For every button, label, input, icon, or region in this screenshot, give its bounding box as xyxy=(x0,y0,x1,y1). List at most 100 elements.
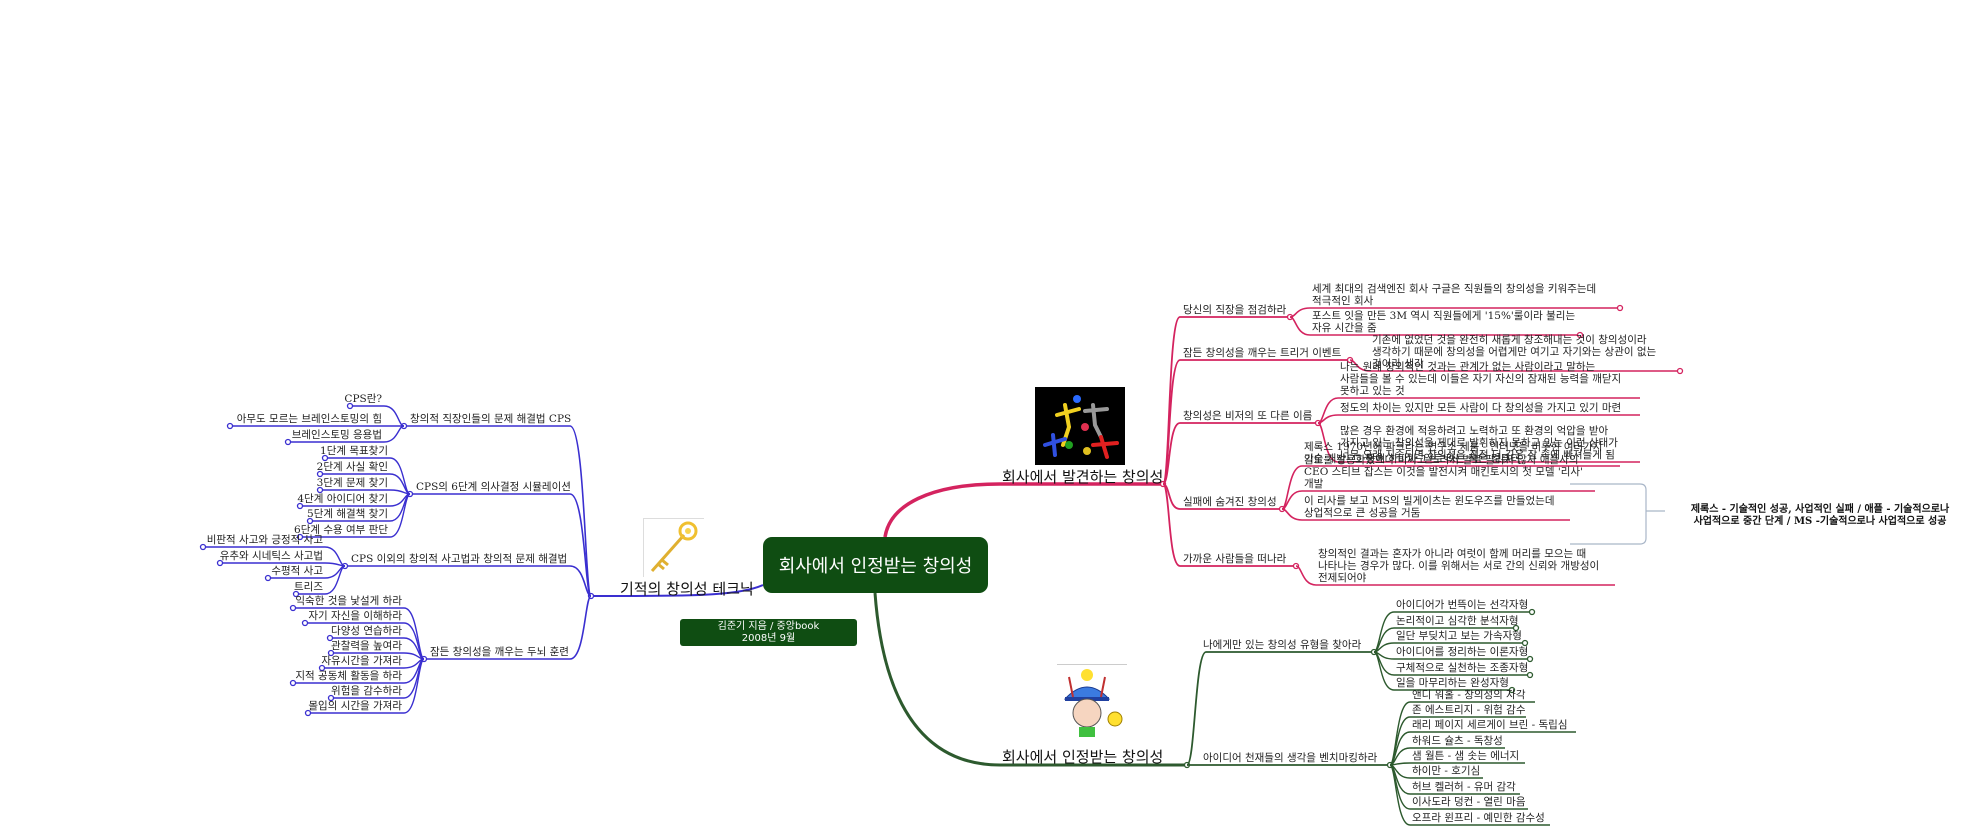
leaf-label[interactable]: 5단계 해결책 찾기 xyxy=(307,508,388,520)
branch-label[interactable]: 아이디어 천재들의 생각을 벤치마킹하라 xyxy=(1203,752,1378,764)
leaf-label[interactable]: 많은 경우 환경에 적응하려고 노력하고 또 환경의 억압을 받아 가지고 있는… xyxy=(1340,425,1618,461)
upper-topic-title[interactable]: 회사에서 발견하는 창의성 xyxy=(1002,468,1164,486)
branch-label[interactable]: 잠든 창의성을 깨우는 두뇌 훈련 xyxy=(430,646,569,658)
leaf-label[interactable]: 수평적 사고 xyxy=(271,565,323,577)
leaf-node[interactable] xyxy=(306,517,314,525)
credit-box[interactable]: 김준기 지음 / 중앙book 2008년 9월 xyxy=(680,619,857,646)
leaf-node[interactable] xyxy=(327,694,335,702)
leaf-label[interactable]: 지적 공동체 활동을 하라 xyxy=(295,670,402,682)
left-topic-title[interactable]: 기적의 창의성 테크닉 xyxy=(620,580,754,598)
leaf-connector xyxy=(308,658,425,714)
branch-label[interactable]: 창의성은 비저의 또 다른 이름 xyxy=(1183,410,1313,422)
leaf-label[interactable]: 나는 원래 창의적인 것과는 관계가 없는 사람이라고 말하는 사람들을 볼 수… xyxy=(1340,361,1622,397)
leaf-label[interactable]: 3단계 문제 찾기 xyxy=(316,477,388,489)
leaf-node[interactable] xyxy=(326,634,334,642)
leaf-label[interactable]: 제록스 1970년에 파크라는 연구소 세움 - 인터넷을 비롯한 여러가지 기… xyxy=(1304,441,1603,465)
upper-topic-connector xyxy=(883,482,1163,538)
leaf-node[interactable] xyxy=(292,590,300,598)
leaf-label[interactable]: 일단 부딪치고 보는 가속자형 xyxy=(1396,630,1522,642)
leaf-label[interactable]: 샘 월튼 - 샘 솟는 에너지 xyxy=(1412,750,1520,762)
leaf-node[interactable] xyxy=(1676,367,1684,375)
leaf-label[interactable]: 아이디어가 번뜩이는 선각자형 xyxy=(1396,599,1529,611)
leaf-node[interactable] xyxy=(1521,639,1529,647)
leaf-node[interactable] xyxy=(284,438,292,446)
leaf-node[interactable] xyxy=(226,422,234,430)
leaf-connector xyxy=(288,425,405,443)
branch-label[interactable]: CPS의 6단계 의사결정 시뮬레이션 xyxy=(416,481,571,493)
leaf-label[interactable]: 일을 마무리하는 완성자형 xyxy=(1396,677,1509,689)
leaf-label[interactable]: 아이디어를 정리하는 이론자형 xyxy=(1396,646,1529,658)
leaf-node[interactable] xyxy=(327,649,335,657)
branch-label[interactable]: 잠든 창의성을 깨우는 트리거 이벤트 xyxy=(1183,347,1342,359)
leaf-node[interactable] xyxy=(1526,671,1534,679)
leaf-label[interactable]: 아무도 모르는 브레인스토밍의 힘 xyxy=(236,413,382,425)
leaf-label[interactable]: 다양성 연습하라 xyxy=(331,625,402,637)
leaf-label[interactable]: 기존에 없었던 것을 완전히 새롭게 창조해내는 것이 창의성이라 생각하기 때… xyxy=(1372,334,1657,370)
leaf-label[interactable]: 6단계 수용 여부 판단 xyxy=(294,524,388,536)
central-topic[interactable]: 회사에서 인정받는 창의성 xyxy=(763,537,988,593)
leaf-node[interactable] xyxy=(321,454,329,462)
leaf-label[interactable]: 브레인스토밍 응용법 xyxy=(291,429,382,441)
leaf-node[interactable] xyxy=(289,679,297,687)
branch-connector xyxy=(1162,316,1290,485)
leaf-label[interactable]: 비판적 사고와 긍정적 사고 xyxy=(206,534,323,546)
leaf-label[interactable]: 자기 자신을 이해하라 xyxy=(308,610,402,622)
leaf-node[interactable] xyxy=(1616,304,1624,312)
summary-note[interactable]: 제록스 - 기술적인 성공, 사업적인 실패 / 애플 - 기술적으로나 사업적… xyxy=(1690,504,1950,527)
leaf-label[interactable]: 오프라 윈프리 - 예민한 감수성 xyxy=(1412,812,1545,824)
leaf-label[interactable]: 알토를 상용화했으나 비싸고 느려서 별로 팔리지 않자 애플사의 CEO 스티… xyxy=(1304,454,1583,490)
lower-topic-title[interactable]: 회사에서 인정받는 창의성 xyxy=(1002,748,1164,766)
leaf-label[interactable]: 1단계 목표찾기 xyxy=(320,445,388,457)
leaf-label[interactable]: 창의적인 결과는 혼자가 아니라 여럿이 함께 머리를 모으는 때 나타나는 경… xyxy=(1318,548,1600,584)
leaf-node[interactable] xyxy=(1528,608,1536,616)
leaf-label[interactable]: 논리적이고 심각한 분석자형 xyxy=(1396,615,1519,627)
leaf-node[interactable] xyxy=(316,470,324,478)
leaf-label[interactable]: 존 에스트리지 - 위험 감수 xyxy=(1412,704,1526,716)
leaf-label[interactable]: 유추와 시네틱스 사고법 xyxy=(219,550,323,562)
leaf-label[interactable]: 관찰력을 높여라 xyxy=(331,640,402,652)
leaf-label[interactable]: 몰입의 시간을 가져라 xyxy=(308,700,402,712)
leaf-node[interactable] xyxy=(301,619,309,627)
leaf-label[interactable]: 허브 켈러허 - 유머 감각 xyxy=(1412,781,1516,793)
leaf-label[interactable]: 이사도라 덩컨 - 열린 마음 xyxy=(1412,796,1526,808)
leaf-label[interactable]: CPS란? xyxy=(344,393,382,405)
leaf-node[interactable] xyxy=(1576,331,1584,339)
leaf-node[interactable] xyxy=(264,574,272,582)
branch-label[interactable]: 당신의 직장을 점검하라 xyxy=(1183,304,1287,316)
leaf-label[interactable]: 하이만 - 호기심 xyxy=(1412,765,1481,777)
leaf-label[interactable]: 구체적으로 실천하는 조종자형 xyxy=(1396,662,1529,674)
leaf-connector xyxy=(1281,508,1570,521)
leaf-connector xyxy=(1289,307,1620,318)
branch-connector xyxy=(1162,422,1318,485)
leaf-label[interactable]: 이 리사를 보고 MS의 빌게이츠는 윈도우즈를 만들었는데 상업적으로 큰 성… xyxy=(1304,495,1555,519)
leaf-label[interactable]: 4단계 아이디어 찾기 xyxy=(297,493,388,505)
leaf-node[interactable] xyxy=(216,559,224,567)
leaf-node[interactable] xyxy=(318,664,326,672)
leaf-label[interactable]: 익숙한 것을 낯설게 하라 xyxy=(295,595,402,607)
leaf-label[interactable]: 래리 페이지 세르게이 브린 - 독립심 xyxy=(1412,719,1568,731)
leaf-label[interactable]: 트리즈 xyxy=(294,581,323,593)
leaf-label[interactable]: 2단계 사실 확인 xyxy=(316,461,388,473)
leaf-node[interactable] xyxy=(289,604,297,612)
leaf-label[interactable]: 위험을 감수하라 xyxy=(331,685,402,697)
branch-label[interactable]: 창의적 직장인들의 문제 해결법 CPS xyxy=(410,413,572,425)
leaf-node[interactable] xyxy=(1526,655,1534,663)
leaf-label[interactable]: 포스트 잇을 만든 3M 역시 직원들에게 '15%'룰이라 불리는 자유 시간… xyxy=(1312,310,1576,334)
leaf-node[interactable] xyxy=(1512,624,1520,632)
branch-label[interactable]: 실패에 숨겨진 창의성 xyxy=(1183,496,1277,508)
leaf-node[interactable] xyxy=(1508,686,1516,694)
leaf-node[interactable] xyxy=(316,486,324,494)
branch-label[interactable]: CPS 이외의 창의적 사고법과 창의적 문제 해결법 xyxy=(351,553,568,565)
leaf-node[interactable] xyxy=(304,709,312,717)
branch-label[interactable]: 나에게만 있는 창의성 유형을 찾아라 xyxy=(1203,639,1362,651)
leaf-node[interactable] xyxy=(199,543,207,551)
leaf-node[interactable] xyxy=(296,502,304,510)
leaf-label[interactable]: 자유시간을 가져라 xyxy=(321,655,402,667)
leaf-label[interactable]: 정도의 차이는 있지만 모든 사람이 다 창의성을 가지고 있기 마련 xyxy=(1340,402,1622,414)
leaf-node[interactable] xyxy=(296,533,304,541)
leaf-label[interactable]: 앤디 워홀 - 창의성의 자각 xyxy=(1412,689,1526,701)
leaf-node[interactable] xyxy=(346,402,354,410)
branch-label[interactable]: 가까운 사람들을 떠나라 xyxy=(1183,553,1287,565)
leaf-label[interactable]: 하워드 슐츠 - 독창성 xyxy=(1412,735,1503,747)
leaf-label[interactable]: 세계 최대의 검색엔진 회사 구글은 직원들의 창의성을 키워주는데 적극적인 … xyxy=(1312,283,1597,307)
